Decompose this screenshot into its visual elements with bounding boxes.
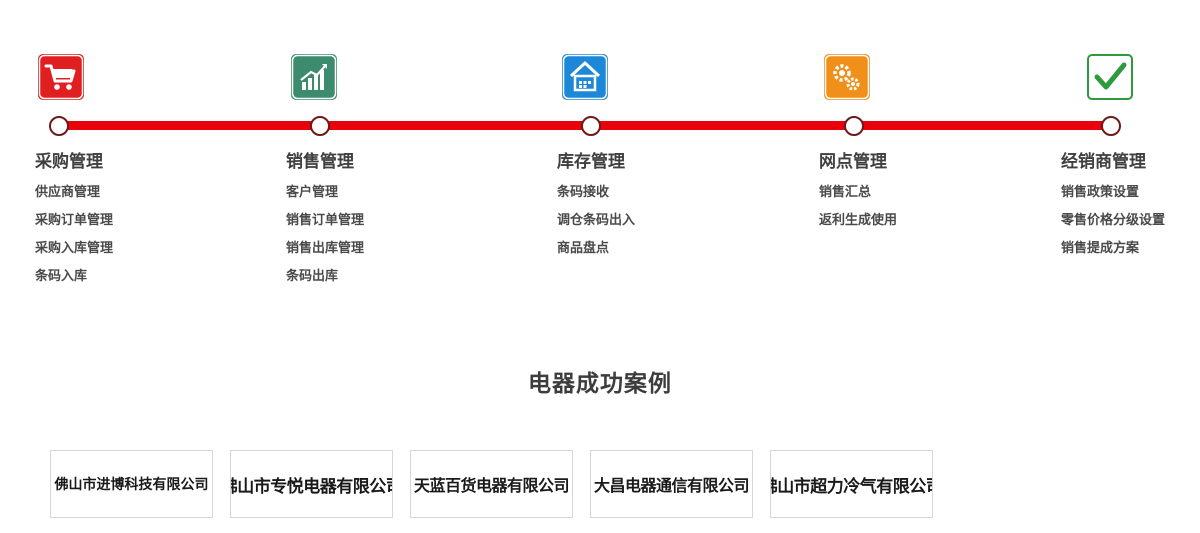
stage-item[interactable]: 采购入库管理 — [35, 241, 114, 256]
stage-item[interactable]: 返利生成使用 — [819, 213, 898, 228]
stage-item[interactable]: 客户管理 — [286, 185, 339, 200]
stage-title[interactable]: 库存管理 — [557, 152, 625, 172]
case-card[interactable]: 大昌电器通信有限公司 — [590, 450, 753, 518]
case-company-name: 佛山市进博科技有限公司 — [54, 476, 209, 492]
case-company-name: 天蓝百货电器有限公司 — [413, 478, 570, 495]
stage-item[interactable]: 商品盘点 — [557, 241, 610, 256]
gears-icon — [824, 54, 870, 100]
case-card[interactable]: 佛山市超力冷气有限公司 — [770, 450, 933, 518]
timeline-node — [49, 116, 69, 136]
stage-item[interactable]: 销售出库管理 — [286, 241, 365, 256]
stage-item[interactable]: 采购订单管理 — [35, 213, 114, 228]
case-company-name: 大昌电器通信有限公司 — [593, 478, 750, 495]
stage-item[interactable]: 条码入库 — [35, 269, 88, 284]
stage-item[interactable]: 调仓条码出入 — [557, 213, 636, 228]
timeline-node — [310, 116, 330, 136]
case-company-name: 佛山市专悦电器有限公司 — [231, 476, 393, 496]
stage-item[interactable]: 条码接收 — [557, 185, 610, 200]
timeline-node — [844, 116, 864, 136]
stage-title[interactable]: 销售管理 — [286, 152, 354, 172]
stage-item[interactable]: 销售提成方案 — [1061, 241, 1140, 256]
stage-item[interactable]: 条码出库 — [286, 269, 339, 284]
stage-title[interactable]: 经销商管理 — [1061, 152, 1146, 172]
warehouse-icon — [562, 54, 608, 100]
stage-outlets: 网点管理 销售汇总 返利生成使用 — [819, 151, 897, 235]
cases-title: 电器成功案例 — [528, 371, 672, 397]
shopping-cart-icon — [38, 54, 84, 100]
stage-item[interactable]: 销售政策设置 — [1061, 185, 1140, 200]
case-card[interactable]: 佛山市进博科技有限公司 — [50, 450, 213, 518]
stage-inventory: 库存管理 条码接收 调仓条码出入 商品盘点 — [557, 151, 635, 263]
timeline-node — [1101, 116, 1121, 136]
stage-item[interactable]: 供应商管理 — [35, 185, 101, 200]
stage-sales: 销售管理 客户管理 销售订单管理 销售出库管理 条码出库 — [286, 151, 364, 291]
stage-title[interactable]: 网点管理 — [819, 152, 887, 172]
stage-dealers: 经销商管理 销售政策设置 零售价格分级设置 销售提成方案 — [1061, 151, 1165, 263]
case-list: 佛山市进博科技有限公司 佛山市专悦电器有限公司 天蓝百货电器有限公司 大昌电器通… — [50, 450, 933, 518]
timeline-node — [581, 116, 601, 136]
stage-title[interactable]: 采购管理 — [35, 152, 103, 172]
bar-chart-icon — [291, 54, 337, 100]
checkmark-icon — [1087, 54, 1133, 100]
stage-item[interactable]: 销售汇总 — [819, 185, 872, 200]
stage-purchase: 采购管理 供应商管理 采购订单管理 采购入库管理 条码入库 — [35, 151, 113, 291]
case-card[interactable]: 天蓝百货电器有限公司 — [410, 450, 573, 518]
stage-item[interactable]: 销售订单管理 — [286, 213, 365, 228]
case-company-name: 佛山市超力冷气有限公司 — [771, 476, 933, 496]
case-card[interactable]: 佛山市专悦电器有限公司 — [230, 450, 393, 518]
stage-item[interactable]: 零售价格分级设置 — [1061, 213, 1166, 228]
